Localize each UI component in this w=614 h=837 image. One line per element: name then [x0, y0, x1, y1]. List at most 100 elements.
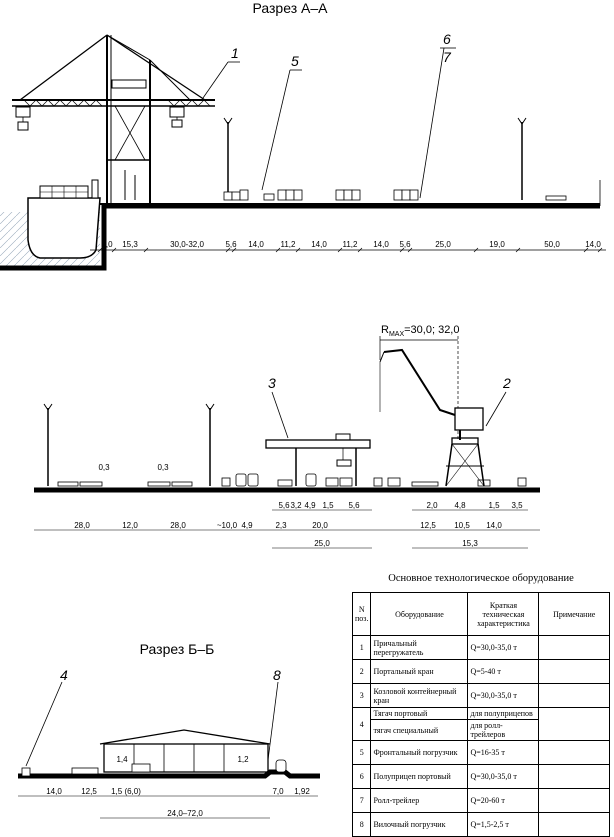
- table-row: 5 Фронтальный погрузчик Q=16-35 т: [351, 740, 610, 765]
- container-stacks: [223, 189, 419, 201]
- dim-mid-1: 12,0: [122, 521, 138, 530]
- dimension-tick: [473, 247, 479, 253]
- svg-text:RMAX=30,0; 32,0: RMAX=30,0; 32,0: [381, 324, 459, 338]
- dim-mid-top-2: 4,9: [304, 501, 316, 510]
- dimension-tick: [399, 247, 405, 253]
- callout-4: 4: [60, 667, 68, 683]
- table-row: 6 Полуприцеп портовый Q=30,0-35,0 т: [351, 764, 610, 789]
- table-row: 8 Вилочный погрузчик Q=1,5-2,5 т: [351, 812, 610, 837]
- dim-aa-9: 5,6: [399, 240, 411, 249]
- dimension-tick: [583, 247, 589, 253]
- dimensions-aa: 4,0 15,3 30,0-32,0 5,6 14,0 11,2 14,0 11…: [101, 240, 601, 249]
- table-row: тягач специальный для ролл-трейлеров: [353, 719, 610, 741]
- dim-aa-1: 15,3: [122, 240, 138, 249]
- header-name: Оборудование: [370, 592, 469, 636]
- dimension-tick: [225, 247, 231, 253]
- dimension-tick: [111, 247, 117, 253]
- dim-aa-3: 5,6: [225, 240, 237, 249]
- dimension-tick: [597, 247, 603, 253]
- dim-aa-0: 4,0: [101, 240, 113, 249]
- equipment-table: N поз. Оборудование Краткая техническая …: [351, 592, 610, 837]
- dim-mid-top-4: 5,6: [348, 501, 360, 510]
- dim-mid-top-7: 1,5: [488, 501, 500, 510]
- callout-8: 8: [273, 667, 281, 683]
- dim-mid-9: 14,0: [486, 521, 502, 530]
- radius-label: RMAX=30,0; 32,0: [379, 324, 459, 440]
- dim-mid-3: ~10,0: [217, 521, 238, 530]
- callout-6: 6: [443, 31, 451, 47]
- callout-5: 5: [291, 53, 299, 69]
- dim-mid-top-1: 3,2: [290, 501, 302, 510]
- dim-mid-top-5: 2,0: [426, 501, 438, 510]
- table-row: 3 Козловой контейнерный кран Q=30,0-35,0…: [351, 683, 610, 708]
- quay-wall: [0, 203, 600, 271]
- height-mark-1: 0,3: [157, 463, 169, 472]
- dim-mid-5: 2,3: [275, 521, 287, 530]
- table-row: 1 Причальный перегружатель Q=30,0-35,0 т: [351, 635, 610, 660]
- dim-aa-12: 50,0: [544, 240, 560, 249]
- dimension-tick: [231, 247, 237, 253]
- dimension-tick: [97, 247, 103, 253]
- dim-bb-2: 1,5 (6,0): [111, 787, 141, 796]
- section-aa: Разрез А–А: [0, 0, 606, 271]
- dim-bb-4: 1,92: [294, 787, 310, 796]
- dim-bb-1: 12,5: [81, 787, 97, 796]
- callout-3: 3: [268, 375, 276, 391]
- semi-trailers: [57, 473, 527, 487]
- dim-mid-top-6: 4,8: [454, 501, 466, 510]
- dim-mid-7: 12,5: [420, 521, 436, 530]
- dimension-tick: [295, 247, 301, 253]
- dimension-tick: [275, 247, 281, 253]
- dim-aa-7: 11,2: [343, 240, 359, 249]
- dim-aa-5: 11,2: [281, 240, 297, 249]
- dimensions-middle: 5,6 3,2 4,9 1,5 5,6 2,0 4,8 1,5 3,5 28,0…: [74, 501, 523, 548]
- dimension-tick: [357, 247, 363, 253]
- callout-7: 7: [443, 49, 452, 65]
- table-row: 7 Ролл-трейлер Q=20-60 т: [351, 788, 610, 813]
- dim-aa-6: 14,0: [311, 240, 327, 249]
- height-mark-bb-1: 1,2: [237, 755, 249, 764]
- height-mark-0: 0,3: [98, 463, 110, 472]
- header-num: N поз.: [351, 592, 372, 636]
- dim-aa-13: 14,0: [585, 240, 601, 249]
- dim-mid-6: 20,0: [312, 521, 328, 530]
- quay-crane: [12, 34, 215, 205]
- dim-aa-4: 14,0: [248, 240, 264, 249]
- dimension-tick: [407, 247, 413, 253]
- dim-aa-2: 30,0-32,0: [170, 240, 204, 249]
- dim-mid-total-1: 15,3: [462, 539, 478, 548]
- dim-mid-0: 28,0: [74, 521, 90, 530]
- callouts-middle: 3 2: [268, 375, 511, 439]
- light-mast: [43, 403, 215, 486]
- height-mark-bb-0: 1,4: [116, 755, 128, 764]
- dim-bb-3: 7,0: [272, 787, 284, 796]
- equipment-table-caption: Основное технологическое оборудование: [388, 573, 574, 584]
- portal-crane: [379, 348, 485, 487]
- dim-mid-top-8: 3,5: [511, 501, 523, 510]
- dim-aa-11: 19,0: [489, 240, 505, 249]
- dim-mid-4: 4,9: [241, 521, 253, 530]
- section-aa-title: Разрез А–А: [253, 0, 329, 16]
- table-header-row: N поз. Оборудование Краткая техническая …: [351, 592, 610, 636]
- dim-mid-8: 10,5: [454, 521, 470, 530]
- section-bb: Разрез Б–Б 1,4 1,2 4 8 14,0 12,5 1,5 (6,…: [18, 641, 320, 819]
- roll-trailer: [545, 195, 567, 201]
- dimension-tick: [337, 247, 343, 253]
- dim-bb-total: 24,0–72,0: [167, 809, 203, 818]
- light-mast: [223, 117, 527, 200]
- callout-1: 1: [231, 45, 239, 61]
- callout-2: 2: [502, 375, 511, 391]
- gantry-crane: [265, 433, 371, 486]
- table-row: 4 Тягач портовый для полуприцепов: [351, 707, 610, 741]
- warehouse: [99, 729, 271, 773]
- dim-bb-0: 14,0: [46, 787, 62, 796]
- header-note: Примечание: [538, 592, 610, 636]
- header-spec: Краткая техническая характеристика: [467, 592, 540, 636]
- dim-mid-top-3: 1,5: [322, 501, 334, 510]
- dim-mid-total-0: 25,0: [314, 539, 330, 548]
- dim-aa-8: 14,0: [373, 240, 389, 249]
- ship: [27, 179, 101, 259]
- dim-mid-top-0: 5,6: [278, 501, 290, 510]
- section-bb-title: Разрез Б–Б: [140, 641, 215, 657]
